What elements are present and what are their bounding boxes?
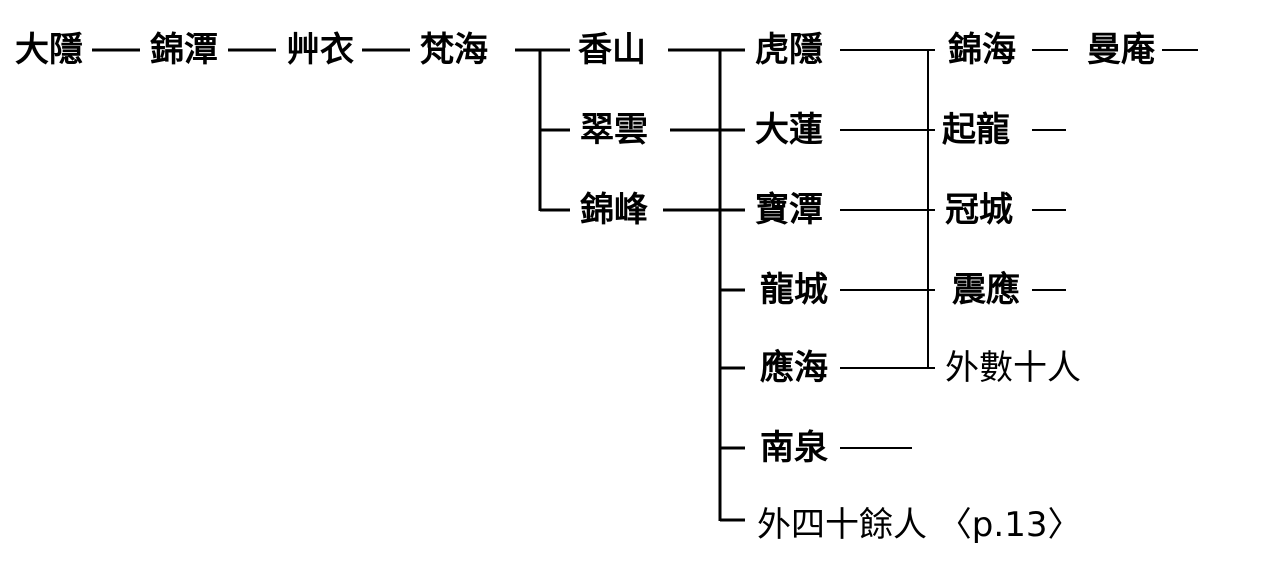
node-gen8: 曼庵: [1087, 30, 1155, 70]
node-gen7: 錦海: [948, 30, 1016, 70]
node-gen6: 應海: [760, 348, 828, 388]
node-gen6: 寶潭: [755, 190, 823, 230]
node-gen5: 錦峰: [580, 190, 648, 230]
node-gen6: 龍城: [760, 270, 828, 310]
node-gen6: 虎隱: [755, 30, 823, 70]
node-main-1: 大隱: [15, 30, 83, 70]
node-gen6: 南泉: [760, 428, 828, 468]
node-gen7: 起龍: [942, 110, 1010, 150]
node-gen7: 冠城: [945, 190, 1013, 230]
node-gen5: 翠雲: [580, 110, 648, 150]
node-gen5: 香山: [578, 30, 646, 70]
node-gen6-others: 外四十餘人 〈p.13〉: [757, 505, 1082, 545]
node-main-3: 艸衣: [286, 30, 354, 70]
node-main-4: 梵海: [420, 30, 488, 70]
node-gen6: 大蓮: [755, 110, 823, 150]
node-gen7: 震應: [952, 270, 1020, 310]
node-main-2: 錦潭: [150, 30, 218, 70]
node-gen7-others: 外數十人: [945, 348, 1081, 388]
